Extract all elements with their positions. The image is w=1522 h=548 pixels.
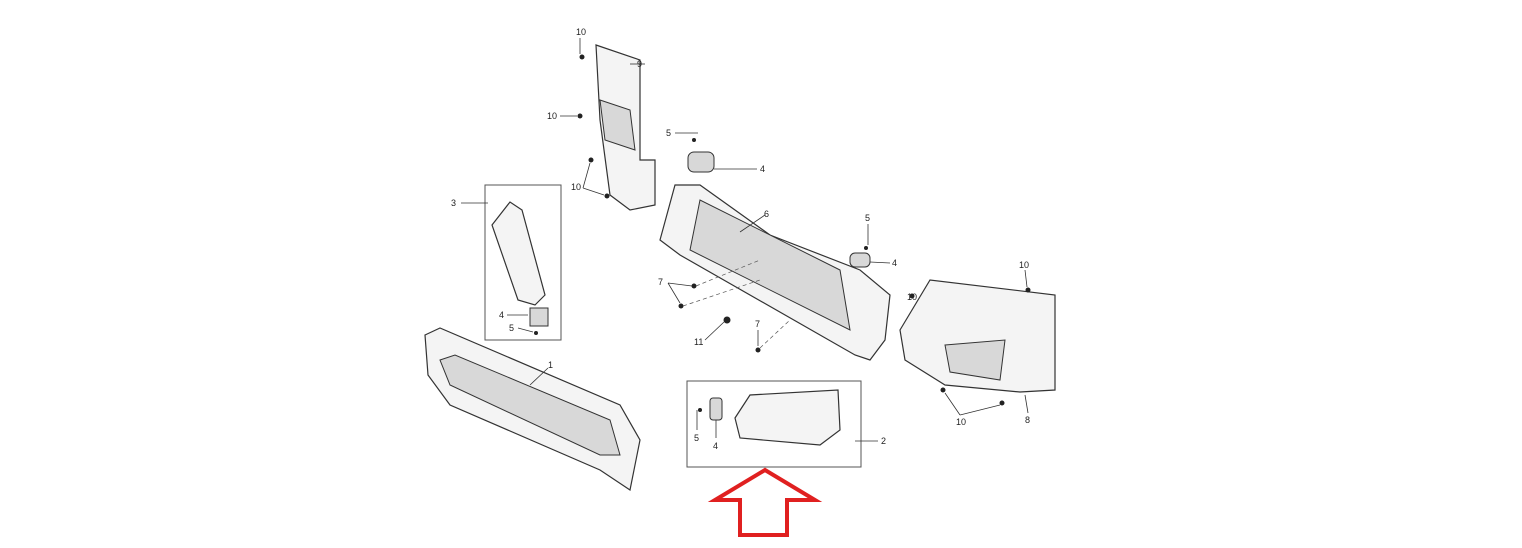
callout-5a: 5: [666, 128, 671, 138]
callout-labels: 10 9 10 10 5 4 3 6 5 4 10 7 4 5 11 7 1 5…: [451, 27, 1030, 451]
callout-5b: 5: [865, 213, 870, 223]
callout-1: 1: [548, 360, 553, 370]
callout-7b: 7: [755, 319, 760, 329]
part-9-air-deflector: [595, 44, 656, 211]
part-3-shutter-motor-bracket: [491, 201, 549, 327]
callout-6: 6: [764, 209, 769, 219]
callout-2: 2: [881, 436, 886, 446]
callout-10a: 10: [576, 27, 586, 37]
callout-10b: 10: [547, 111, 557, 121]
callout-4b: 4: [892, 258, 897, 268]
part-8-air-deflector-right: [899, 279, 1056, 393]
part-1-active-grille-shutter: [424, 327, 641, 491]
highlight-arrow-icon: [707, 467, 823, 537]
fasteners: [534, 54, 1031, 412]
part-6-radiator-frame: [659, 151, 891, 361]
callout-4a: 4: [760, 164, 765, 174]
callout-7a: 7: [658, 277, 663, 287]
callout-11: 11: [694, 337, 703, 347]
callout-5d: 5: [694, 433, 699, 443]
callout-9: 9: [637, 59, 642, 69]
part-3-group-box: [484, 184, 562, 341]
callout-10f: 10: [907, 292, 917, 302]
part-2-group-box: [686, 380, 862, 468]
callout-3: 3: [451, 198, 456, 208]
callout-4c: 4: [499, 310, 504, 320]
callout-10e: 10: [956, 417, 966, 427]
callout-10d: 10: [1019, 260, 1029, 270]
callout-10c: 10: [571, 182, 581, 192]
callout-5c: 5: [509, 323, 514, 333]
callout-8: 8: [1025, 415, 1030, 425]
callout-4d: 4: [713, 441, 718, 451]
leader-lines: [461, 38, 1029, 442]
part-2-lower-shutter: [709, 389, 841, 446]
